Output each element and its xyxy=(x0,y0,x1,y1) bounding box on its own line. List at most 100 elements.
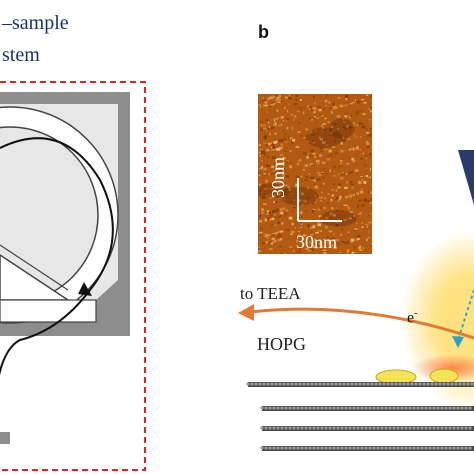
hopg-atom xyxy=(294,382,298,386)
hopg-atom xyxy=(272,446,276,450)
title-line-1: –sample xyxy=(2,12,69,34)
hopg-atom xyxy=(420,426,424,430)
hopg-atom xyxy=(364,446,368,450)
electron-arrowhead xyxy=(452,336,464,348)
hopg-atom xyxy=(324,426,328,430)
hopg-atom xyxy=(448,406,452,410)
hopg-atom xyxy=(348,446,352,450)
hopg-atom xyxy=(456,446,460,450)
hopg-atom xyxy=(388,406,392,410)
hopg-atom xyxy=(404,426,408,430)
hopg-atom xyxy=(470,382,474,386)
hopg-atom xyxy=(328,426,332,430)
hopg-atom xyxy=(448,426,452,430)
hopg-atom xyxy=(276,446,280,450)
stm-texture xyxy=(258,94,372,254)
hopg-atom xyxy=(456,426,460,430)
hopg-atom xyxy=(436,446,440,450)
hopg-atom xyxy=(388,446,392,450)
hopg-atom xyxy=(338,382,342,386)
flow-arrowhead xyxy=(78,282,92,296)
hopg-atom xyxy=(380,426,384,430)
hopg-atom xyxy=(394,382,398,386)
hopg-atom xyxy=(376,446,380,450)
hopg-atom xyxy=(382,382,386,386)
hopg-atom xyxy=(328,406,332,410)
hopg-atom xyxy=(250,382,254,386)
hopg-atom xyxy=(326,382,330,386)
hopg-atom xyxy=(280,406,284,410)
hopg-atom xyxy=(366,382,370,386)
hopg-atom xyxy=(438,382,442,386)
hopg-atom xyxy=(372,446,376,450)
hopg-atom xyxy=(312,406,316,410)
hopg-atom xyxy=(254,382,258,386)
hopg-atom xyxy=(296,446,300,450)
hopg-atom xyxy=(284,446,288,450)
hopg-atom xyxy=(460,426,464,430)
electron-letter: e xyxy=(407,309,415,327)
hopg-atom xyxy=(412,446,416,450)
hopg-atom xyxy=(432,446,436,450)
hopg-atom xyxy=(402,382,406,386)
hopg-atom xyxy=(310,382,314,386)
hopg-atom xyxy=(424,446,428,450)
hopg-atom xyxy=(328,446,332,450)
hopg-atom xyxy=(340,406,344,410)
hopg-atom xyxy=(360,446,364,450)
hopg-atom xyxy=(330,382,334,386)
hopg-atom xyxy=(246,382,250,386)
molecule-blob-2 xyxy=(429,368,459,384)
hopg-atom xyxy=(264,446,268,450)
hopg-atom xyxy=(268,446,272,450)
hopg-atom xyxy=(324,446,328,450)
hopg-atom xyxy=(292,446,296,450)
hopg-atom xyxy=(318,382,322,386)
hopg-atom xyxy=(392,446,396,450)
hopg-atom xyxy=(316,426,320,430)
hopg-atom xyxy=(280,426,284,430)
hopg-atom xyxy=(358,382,362,386)
hopg-atom xyxy=(462,382,466,386)
hopg-atom xyxy=(408,446,412,450)
hopg-atom xyxy=(372,406,376,410)
hopg-atom xyxy=(416,406,420,410)
hopg-atom xyxy=(288,406,292,410)
hopg-atom xyxy=(450,382,454,386)
hopg-atom xyxy=(384,446,388,450)
hopg-atom xyxy=(288,426,292,430)
hopg-layers xyxy=(246,382,474,451)
hopg-atom xyxy=(448,446,452,450)
hopg-atom xyxy=(260,406,264,410)
stm-image xyxy=(258,94,372,254)
hopg-atom xyxy=(408,426,412,430)
hopg-atom xyxy=(340,446,344,450)
teea-arrow xyxy=(249,307,474,340)
panel-label-b: b xyxy=(258,22,269,42)
hopg-atom xyxy=(364,426,368,430)
hopg-atom xyxy=(284,426,288,430)
hopg-atom xyxy=(364,406,368,410)
hopg-atom xyxy=(412,426,416,430)
hopg-atom xyxy=(324,406,328,410)
hopg-atom xyxy=(398,382,402,386)
title-line-2: stem xyxy=(2,44,40,66)
hopg-atom xyxy=(298,382,302,386)
hopg-atom xyxy=(336,406,340,410)
hopg-atom xyxy=(316,446,320,450)
hopg-atom xyxy=(352,426,356,430)
hopg-atom xyxy=(404,406,408,410)
hopg-atom xyxy=(304,446,308,450)
hopg-atom xyxy=(412,406,416,410)
hopg-atom xyxy=(396,446,400,450)
hopg-atom xyxy=(272,406,276,410)
hopg-atom xyxy=(432,406,436,410)
hopg-atom xyxy=(392,426,396,430)
hopg-atom xyxy=(442,382,446,386)
hopg-atom xyxy=(464,406,468,410)
molecule-blob-1 xyxy=(375,369,417,385)
hopg-atom xyxy=(370,382,374,386)
hopg-atom xyxy=(368,426,372,430)
hopg-atom xyxy=(296,426,300,430)
hopg-atom xyxy=(390,382,394,386)
